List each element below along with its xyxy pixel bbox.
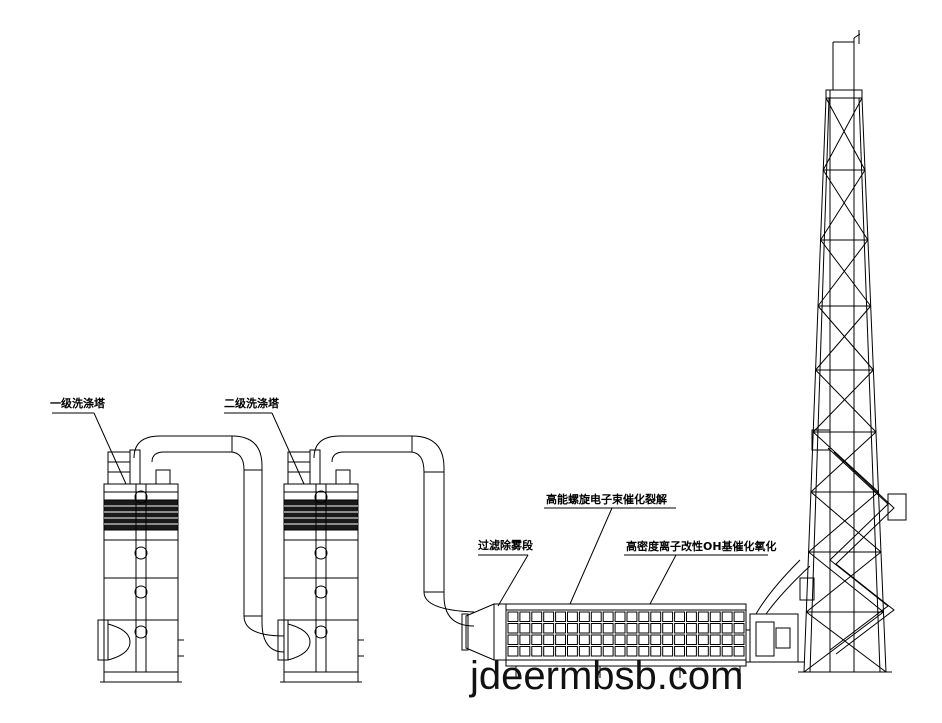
watermark: jdeermbsb.com bbox=[470, 654, 744, 698]
duct-tower2-to-reactor bbox=[314, 436, 474, 626]
reactor-unit bbox=[462, 604, 746, 678]
exhaust-fan bbox=[746, 560, 810, 662]
leader-lines bbox=[52, 413, 768, 606]
label-ion-oxidation: 高密度离子改性OH基催化氧化 bbox=[626, 540, 777, 553]
label-tower-2: 二级洗涤塔 bbox=[224, 397, 279, 410]
label-tower-1: 一级洗涤塔 bbox=[50, 397, 105, 410]
scrubber-tower-2 bbox=[278, 450, 364, 682]
scrubber-tower-1 bbox=[98, 450, 184, 682]
stack-tower bbox=[798, 30, 906, 672]
duct-tower1-to-tower2 bbox=[134, 436, 284, 652]
label-demister: 过滤除雾段 bbox=[478, 539, 533, 552]
label-spiral-electron-beam: 高能螺旋电子束催化裂解 bbox=[546, 493, 667, 506]
